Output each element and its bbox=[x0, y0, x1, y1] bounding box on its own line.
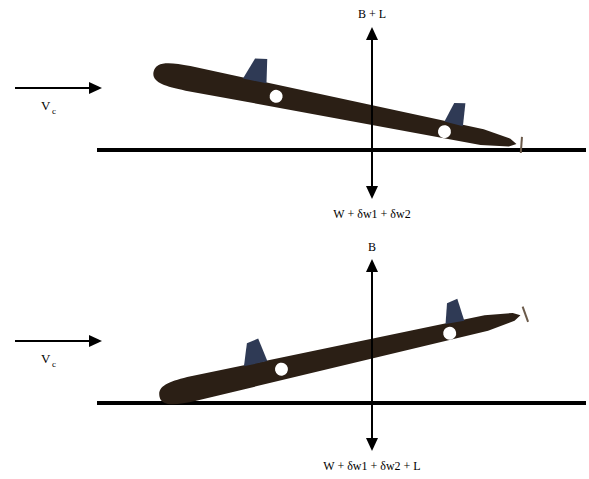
subscript: c bbox=[51, 107, 57, 116]
velocity-label: V bbox=[40, 352, 51, 365]
velocity-label: V bbox=[40, 99, 51, 112]
subscript: c bbox=[51, 360, 57, 369]
force-label: B + L bbox=[357, 8, 387, 20]
force-label: B bbox=[367, 241, 377, 253]
force-label: W + δw1 + δw2 bbox=[332, 208, 411, 220]
force-label: W + δw1 + δw2 + L bbox=[322, 460, 421, 472]
